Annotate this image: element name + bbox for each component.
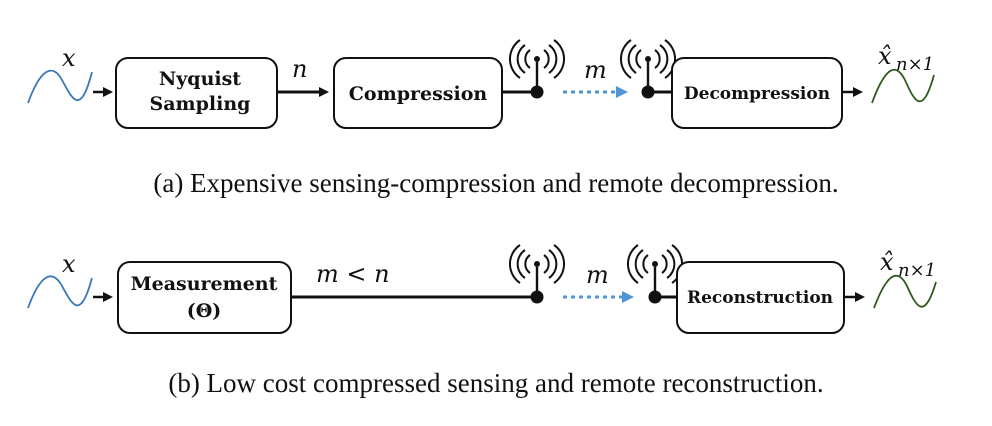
caption-a: (a) Expensive sensing-compression and re… [153, 168, 838, 198]
edge-label-n: n [292, 55, 307, 83]
wireless-label-m-b: m [586, 261, 609, 289]
reconstruction-label: Reconstruction [687, 288, 833, 308]
input-signal-a [27, 69, 93, 104]
row-b: x Measurement (Θ) m < n m Reconstruction… [27, 243, 937, 398]
output-label-a: x̂ [878, 42, 892, 70]
nyquist-sampling-label-1: Nyquist [159, 68, 241, 90]
input-label-b: x [62, 250, 76, 278]
edge-label-m-lt-n: m < n [316, 260, 390, 288]
wireless-label-m-a: m [584, 56, 607, 84]
caption-b: (b) Low cost compressed sensing and remo… [168, 368, 823, 398]
input-signal-b [27, 275, 93, 309]
transmit-antenna-icon-b [508, 243, 566, 305]
nyquist-sampling-label-2: Sampling [150, 93, 251, 115]
output-signal-b [873, 274, 937, 309]
measurement-label-1: Measurement [131, 273, 278, 295]
receive-antenna-icon-b [626, 243, 684, 305]
output-subscript-a: n×1 [896, 54, 934, 75]
row-a: x Nyquist Sampling n Compression m Decom… [27, 38, 935, 198]
compression-label: Compression [349, 83, 488, 105]
input-label-a: x [62, 44, 76, 72]
output-signal-a [871, 68, 935, 104]
measurement-label-2: (Θ) [187, 300, 222, 322]
output-subscript-b: n×1 [898, 260, 936, 281]
transmit-antenna-icon-a [508, 38, 566, 100]
output-label-b: x̂ [880, 248, 894, 276]
receive-antenna-icon-a [619, 38, 677, 100]
decompression-label: Decompression [684, 84, 830, 104]
